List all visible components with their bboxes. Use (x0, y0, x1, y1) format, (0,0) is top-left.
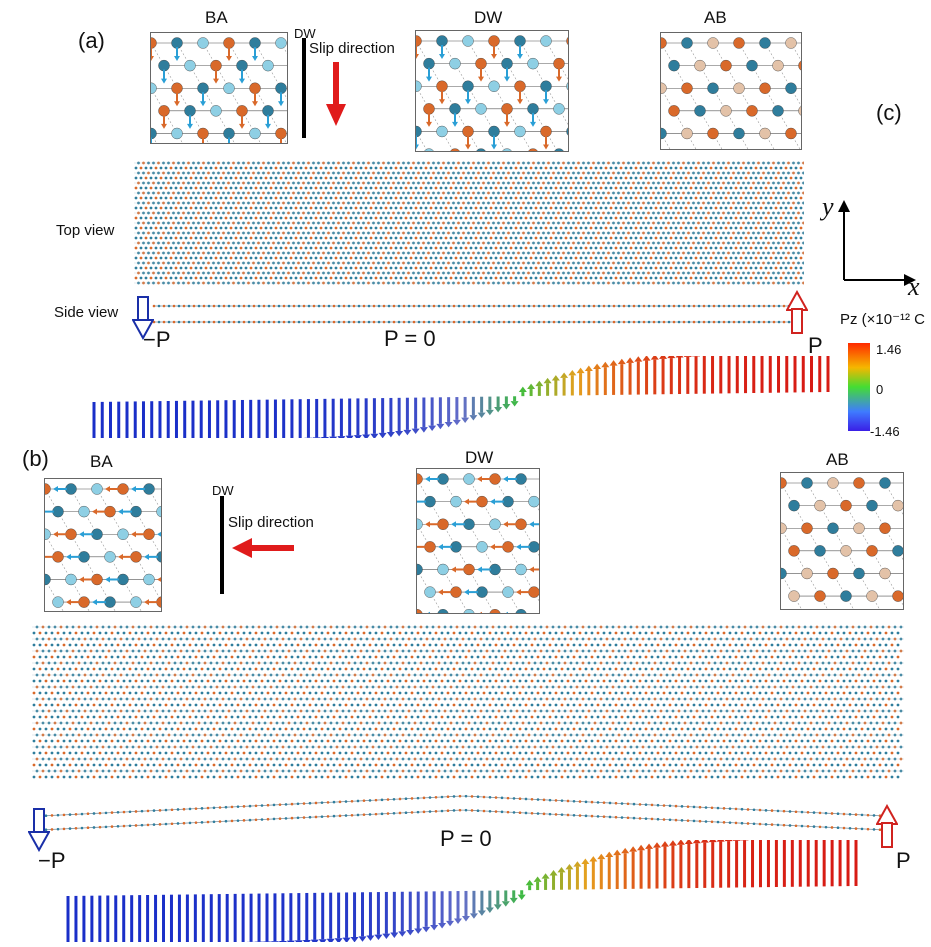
panel-a-ab-title: AB (704, 8, 727, 27)
panel-b-zero-p: P = 0 (440, 826, 492, 851)
lattice-inset-a-ba (151, 37, 287, 143)
colorbar-max: 1.46 (876, 342, 902, 357)
panel-b-slip-label: Slip direction (228, 514, 314, 531)
panel-a-ba-inset (150, 32, 288, 144)
panel-b-neg-p: −P (38, 848, 66, 873)
lattice-inset-b-ba (45, 483, 161, 611)
panel-a-dw-title: DW (474, 8, 503, 27)
colorbar-title: Pz (×10⁻¹² C (840, 311, 926, 328)
panel-a-neg-p: −P (143, 327, 171, 352)
lattice-inset-b-ab (781, 477, 903, 609)
panel-b-ab-title: AB (826, 450, 849, 469)
panel-a-zero-p: P = 0 (384, 326, 436, 351)
panel-c-letter: (c) (876, 100, 902, 125)
panel-b-dw-marker: DW (212, 483, 234, 498)
xy-axes (838, 200, 916, 286)
panel-a-ab-inset (660, 32, 802, 150)
panel-a-dw-marker: DW (294, 26, 316, 41)
colorbar-mid: 0 (876, 382, 884, 397)
neg-p-arrow-icon-a (132, 296, 154, 340)
panel-a-side-view-lattice (152, 304, 794, 324)
panel-b-ba-inset (44, 478, 162, 612)
panel-a-ba-title: BA (205, 8, 228, 27)
panel-a-dw-line (302, 38, 306, 138)
panel-b-ba-title: BA (90, 452, 113, 471)
lattice-inset-a-dw (416, 35, 568, 151)
panel-a-letter: (a) (78, 28, 105, 53)
pos-p-arrow-icon-b (876, 804, 898, 848)
panel-b-dw-line (220, 496, 224, 594)
pos-p-arrow-icon-a (786, 290, 808, 334)
panel-a-top-view-label: Top view (56, 222, 115, 239)
lattice-inset-a-ab (661, 37, 801, 149)
panel-a-polarization-arrows (92, 356, 830, 438)
colorbar (848, 343, 870, 431)
panel-a-pos-p: P (808, 333, 823, 358)
panel-a-slip-label: Slip direction (309, 40, 395, 57)
panel-a-side-view-label: Side view (54, 304, 119, 321)
lattice-inset-b-dw (417, 473, 539, 613)
panel-b-dw-title: DW (465, 448, 494, 467)
panel-a-top-view-lattice (134, 161, 804, 285)
panel-b-dw-inset (416, 468, 540, 614)
panel-b-letter: (b) (22, 446, 49, 471)
panel-a-dw-inset (415, 30, 569, 152)
panel-b-side-view-lattice (40, 794, 886, 832)
y-axis-label: y (822, 192, 834, 221)
panel-b-polarization-arrows (66, 840, 858, 942)
colorbar-min: -1.46 (870, 424, 900, 439)
neg-p-arrow-icon-b (28, 808, 50, 852)
x-axis-label: x (908, 272, 920, 301)
panel-b-top-view-lattice (32, 625, 904, 779)
panel-a-slip-arrow-icon (326, 62, 346, 126)
panel-b-ab-inset (780, 472, 904, 610)
panel-b-slip-arrow-icon (232, 538, 294, 558)
panel-b-pos-p: P (896, 848, 911, 873)
